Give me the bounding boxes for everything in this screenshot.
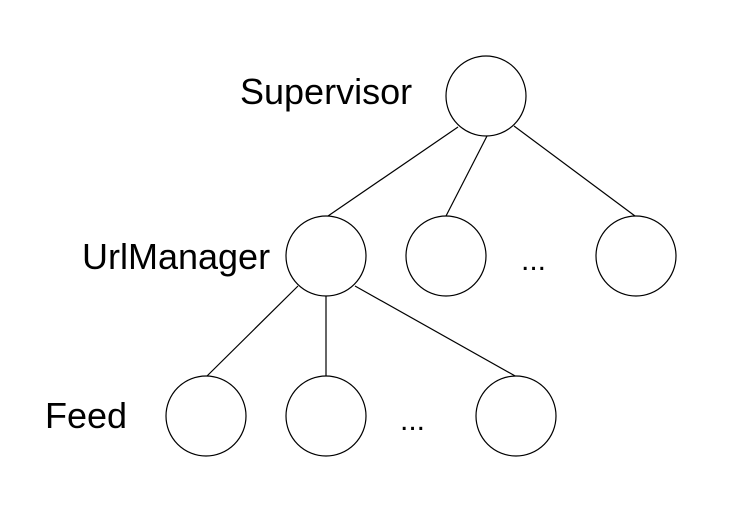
bottom-row-ellipsis: ... bbox=[400, 404, 425, 437]
urlmanager-label: UrlManager bbox=[82, 236, 270, 277]
edge-supervisor-child-2 bbox=[445, 135, 488, 217]
feed-node-1 bbox=[165, 375, 247, 457]
edge-urlmanager-feed-1 bbox=[205, 285, 299, 378]
edge-supervisor-child-last bbox=[513, 125, 636, 217]
supervisor-label: Supervisor bbox=[240, 71, 412, 112]
feed-node-2 bbox=[285, 375, 367, 457]
edge-urlmanager-feed-last bbox=[354, 285, 518, 378]
supervisor-child-node-last bbox=[595, 215, 677, 297]
supervisor-child-node-2 bbox=[405, 215, 487, 297]
middle-row-ellipsis: ... bbox=[521, 244, 546, 277]
edge-supervisor-urlmanager bbox=[327, 126, 459, 217]
urlmanager-node bbox=[285, 215, 367, 297]
feed-node-last bbox=[475, 375, 557, 457]
supervisor-node bbox=[445, 55, 527, 137]
feed-label: Feed bbox=[45, 395, 127, 436]
